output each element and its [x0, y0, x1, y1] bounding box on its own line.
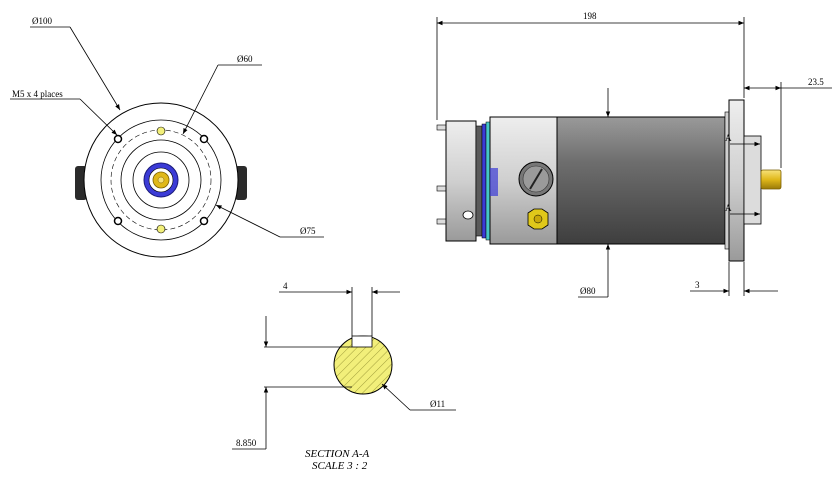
rear-step [475, 125, 483, 237]
dim-key-width: 4 [283, 281, 288, 291]
rear-pin-bottom [436, 218, 447, 225]
section-view: 4 8.850 Ø11 SECTION A-A SCALE 3 : 2 [232, 281, 456, 472]
brush-cap-slot [529, 168, 543, 190]
output-shaft [760, 169, 782, 190]
cable-gland-center [533, 214, 543, 224]
pilot-ring [120, 139, 202, 221]
dim-body-diameter: Ø80 [580, 286, 596, 296]
dim-outer-diameter: Ø100 [32, 16, 52, 26]
dim-overall-length: 198 [583, 11, 597, 21]
motor-body [556, 116, 726, 245]
section-title: SECTION A-A [305, 448, 370, 460]
section-keyway [351, 335, 373, 348]
cyan-ring [485, 121, 491, 241]
rear-cap [445, 120, 477, 242]
blue-ring [481, 123, 487, 239]
section-mark-bottom: A [725, 203, 732, 213]
locator-top [156, 126, 166, 136]
brush-slot [490, 168, 498, 196]
front-pilot [743, 135, 762, 225]
front-view: Ø100 M5 x 4 places Ø60 Ø75 [10, 16, 324, 258]
dim-shaft-diameter: Ø11 [430, 399, 445, 409]
m5-hole-3 [113, 216, 123, 226]
section-scale: SCALE 3 : 2 [312, 460, 368, 472]
flange-ring-2 [100, 119, 222, 241]
locator-bottom [156, 224, 166, 234]
front-flange [728, 99, 745, 262]
dim-flange-thickness: 3 [695, 280, 700, 290]
m5-hole-2 [199, 134, 209, 144]
note-m5-holes: M5 x 4 places [12, 89, 63, 99]
rear-cap-hole [462, 210, 474, 220]
section-mark-top: A [725, 133, 732, 143]
shaft-center [157, 176, 165, 184]
dim-shaft-length: 23.5 [808, 77, 824, 87]
m5-hole-1 [113, 134, 123, 144]
m5-hole-4 [199, 216, 209, 226]
dim-pilot-diameter: Ø75 [300, 226, 316, 236]
rear-pin-mid [436, 185, 447, 192]
pilot-inner [132, 151, 190, 209]
side-view: A A 198 23.5 Ø80 3 [436, 11, 832, 298]
dim-key-depth: 8.850 [236, 438, 257, 448]
dim-bolt-circle: Ø60 [237, 54, 253, 64]
rear-pin-top [436, 124, 447, 131]
